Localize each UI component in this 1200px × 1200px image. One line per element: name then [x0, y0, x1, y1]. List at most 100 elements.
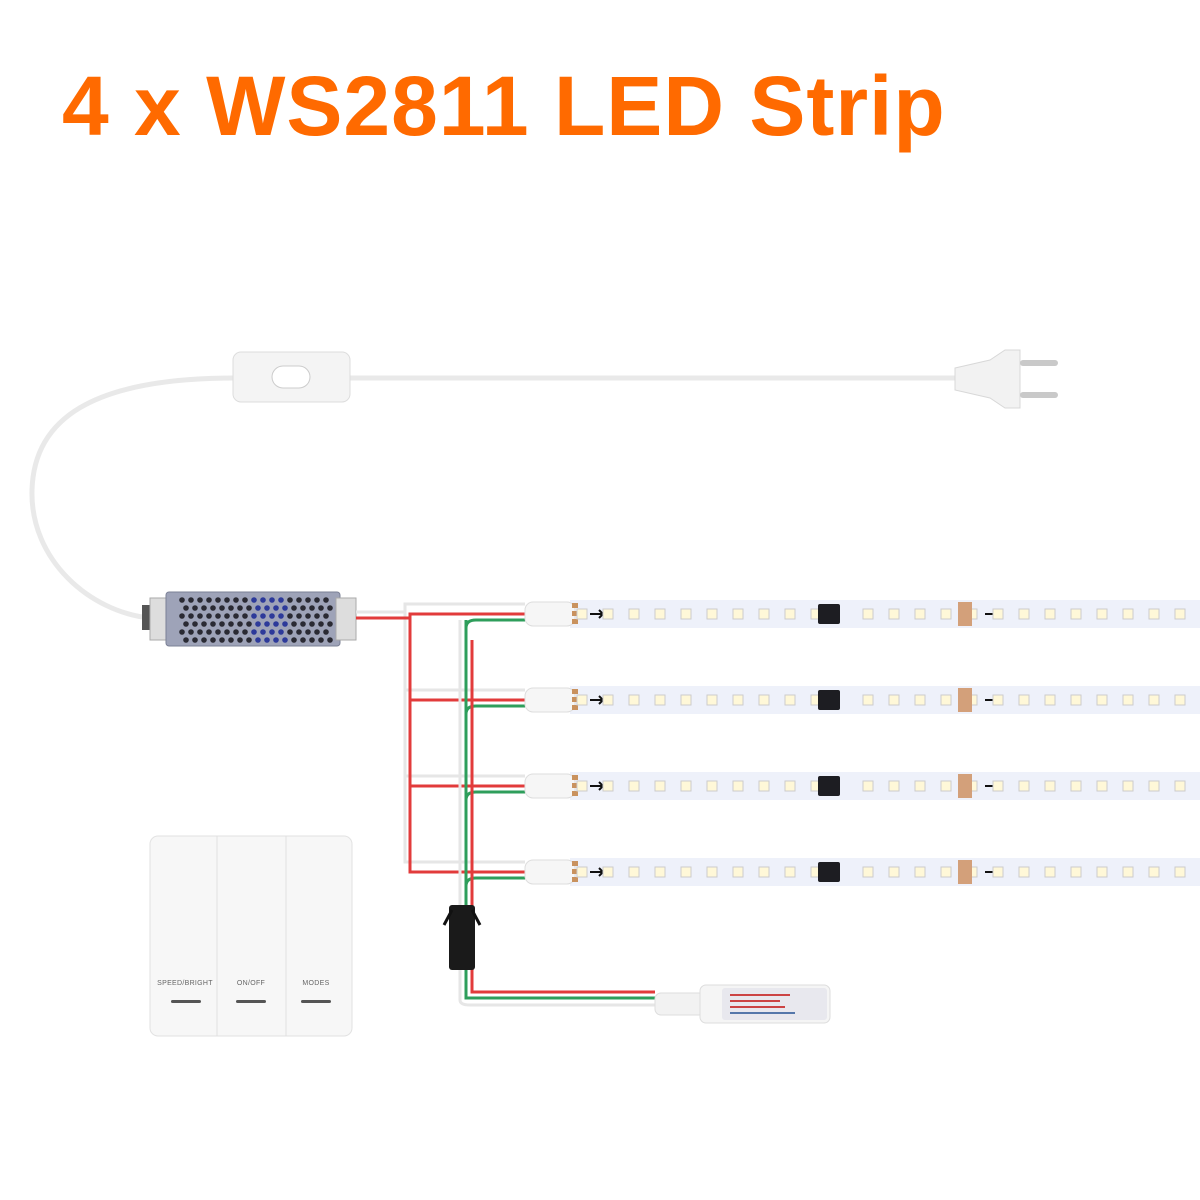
vent-hole	[269, 613, 275, 619]
led-chip	[1122, 694, 1134, 706]
switch-button-speed-bright[interactable]: SPEED/BRIGHT	[152, 980, 218, 987]
vent-hole	[318, 637, 324, 643]
vent-hole	[246, 621, 252, 627]
vent-hole	[219, 605, 225, 611]
vent-hole	[300, 637, 306, 643]
led-chip	[1018, 780, 1030, 792]
led-chip	[888, 866, 900, 878]
ws2811-ic	[818, 862, 840, 882]
ws2811-ic	[818, 604, 840, 624]
vent-hole	[197, 629, 203, 635]
vent-hole	[183, 637, 189, 643]
led-chip	[784, 780, 796, 792]
led-chip	[992, 866, 1004, 878]
vent-hole	[237, 605, 243, 611]
red-wire	[356, 616, 525, 874]
vent-hole	[179, 613, 185, 619]
led-chip	[914, 608, 926, 620]
vent-hole	[260, 597, 266, 603]
vent-hole	[251, 613, 257, 619]
led-chip	[602, 780, 614, 792]
vent-hole	[197, 613, 203, 619]
led-chip	[1018, 694, 1030, 706]
vent-hole	[296, 597, 302, 603]
white-wire	[356, 610, 525, 692]
led-chip	[706, 694, 718, 706]
led-chip	[1174, 780, 1186, 792]
vent-hole	[228, 621, 234, 627]
led-chip	[576, 866, 588, 878]
vent-hole	[246, 605, 252, 611]
vent-hole	[309, 621, 315, 627]
led-chip	[602, 694, 614, 706]
vent-hole	[296, 613, 302, 619]
vent-hole	[305, 613, 311, 619]
vent-hole	[269, 629, 275, 635]
vent-hole	[183, 605, 189, 611]
led-chip	[732, 780, 744, 792]
vent-hole	[224, 613, 230, 619]
vent-hole	[215, 613, 221, 619]
vent-hole	[188, 597, 194, 603]
led-chip	[732, 694, 744, 706]
switch-button-modes[interactable]: MODES	[283, 980, 349, 987]
vent-hole	[224, 629, 230, 635]
vent-hole	[206, 597, 212, 603]
vent-hole	[323, 613, 329, 619]
vent-hole	[255, 621, 261, 627]
vent-hole	[233, 629, 239, 635]
vent-hole	[327, 637, 333, 643]
led-chip	[862, 780, 874, 792]
vent-hole	[278, 613, 284, 619]
ws2811-ic	[818, 776, 840, 796]
vent-hole	[269, 597, 275, 603]
vent-hole	[323, 597, 329, 603]
vent-hole	[314, 613, 320, 619]
led-chip	[992, 694, 1004, 706]
vent-hole	[260, 613, 266, 619]
vent-hole	[273, 621, 279, 627]
led-chip	[732, 866, 744, 878]
led-chip	[1148, 780, 1160, 792]
led-chip	[758, 694, 770, 706]
vent-hole	[323, 629, 329, 635]
power-cord	[29, 375, 955, 621]
vent-hole	[287, 597, 293, 603]
led-chip	[914, 780, 926, 792]
vent-hole	[318, 605, 324, 611]
vent-hole	[210, 637, 216, 643]
vent-hole	[192, 637, 198, 643]
led-chip	[1148, 608, 1160, 620]
wall-switch	[149, 835, 353, 1037]
switch-label: SPEED/BRIGHT	[157, 980, 213, 987]
vent-hole	[192, 621, 198, 627]
white-wire	[356, 610, 525, 778]
led-chip	[602, 866, 614, 878]
led-chip	[784, 694, 796, 706]
led-chip	[1174, 694, 1186, 706]
led-chip	[914, 694, 926, 706]
led-chip	[888, 694, 900, 706]
vent-hole	[255, 637, 261, 643]
vent-hole	[251, 597, 257, 603]
led-chip	[758, 780, 770, 792]
vent-hole	[206, 613, 212, 619]
led-chip	[1044, 608, 1056, 620]
led-chip	[1122, 866, 1134, 878]
led-chip	[628, 780, 640, 792]
vent-hole	[309, 637, 315, 643]
led-chip	[706, 866, 718, 878]
inline-switch-rocker	[271, 365, 311, 389]
vent-hole	[233, 613, 239, 619]
vent-hole	[291, 605, 297, 611]
vent-hole	[192, 605, 198, 611]
vent-hole	[242, 613, 248, 619]
vent-hole	[210, 605, 216, 611]
led-strip-2	[524, 686, 1200, 714]
vent-hole	[327, 605, 333, 611]
led-controller	[654, 984, 831, 1024]
switch-button-on-off[interactable]: ON/OFF	[218, 980, 284, 987]
led-chip	[940, 866, 952, 878]
led-chip	[1044, 780, 1056, 792]
